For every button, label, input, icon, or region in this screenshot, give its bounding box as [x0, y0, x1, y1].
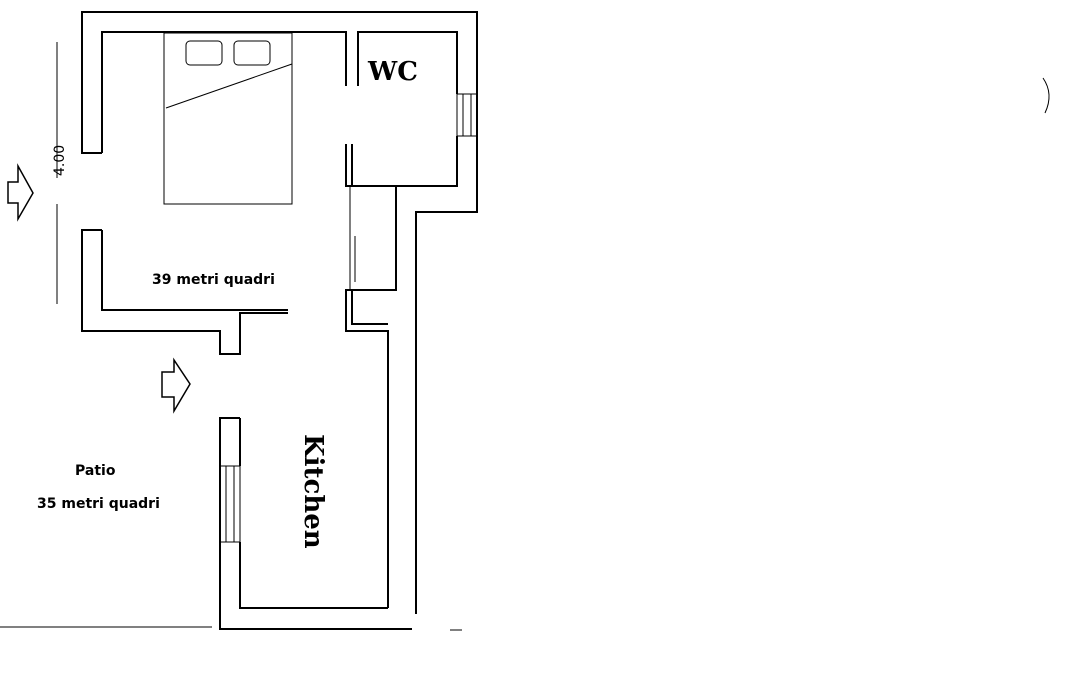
patio-label: Patio [75, 463, 116, 479]
dimension-label: 4.00 [52, 145, 68, 176]
entrance-arrow-icon [161, 357, 191, 414]
wc-walls [345, 93, 478, 608]
bedroom-walls [81, 11, 478, 614]
pillow-right [233, 40, 271, 66]
pillow-left [185, 40, 223, 66]
entrance-arrow-icon [7, 163, 34, 222]
bed [163, 32, 293, 205]
kitchen-label: Kitchen [298, 434, 328, 549]
patio-area-label: 35 metri quadri [37, 496, 160, 512]
room-area-label: 39 metri quadri [152, 272, 275, 288]
ground-lines [0, 626, 462, 631]
wc-label: WC [367, 57, 418, 87]
door-swing-mark [1042, 77, 1050, 114]
kitchen-walls [219, 417, 412, 630]
dimension-marker: 4.00 [52, 42, 68, 304]
